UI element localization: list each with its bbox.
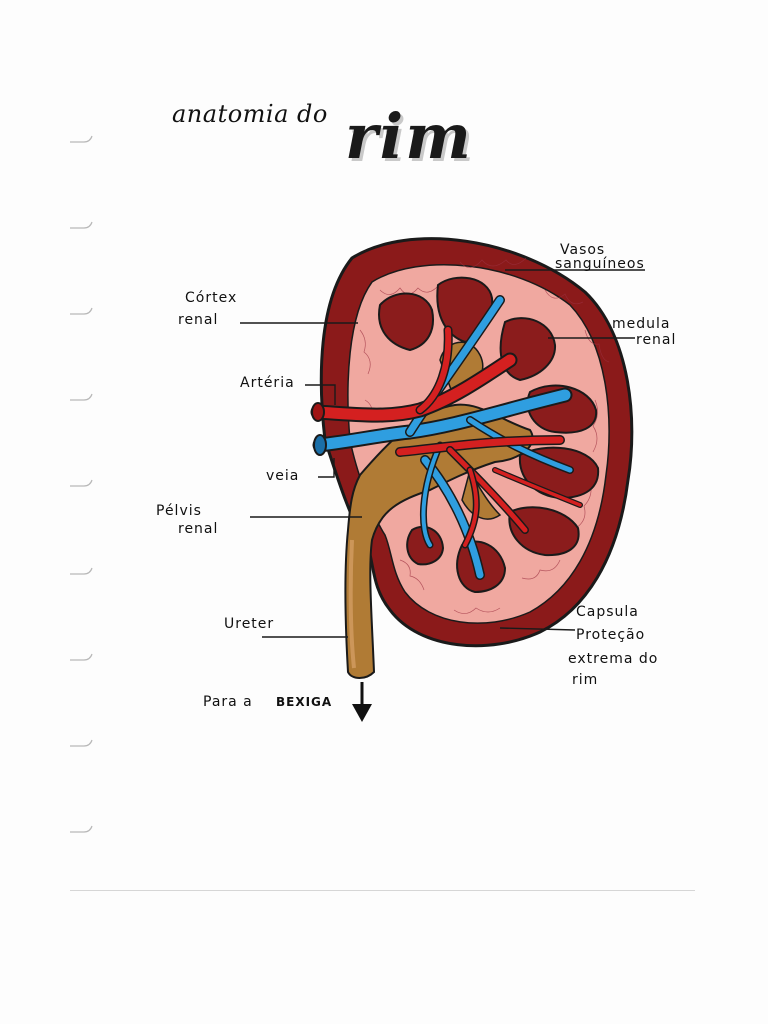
binder-hole: [68, 478, 98, 490]
binder-hole: [68, 738, 98, 750]
page-bottom-rule: [70, 890, 695, 891]
binder-hole: [68, 566, 98, 578]
binder-hole: [68, 824, 98, 836]
arrow-to-bladder: [352, 682, 372, 722]
label-capsula-line1: Capsula: [576, 604, 639, 620]
binder-hole: [68, 134, 98, 146]
label-bexiga-prefix: Para a: [203, 694, 253, 710]
medulla-pyramid: [378, 292, 434, 352]
renal-artery-opening: [311, 402, 325, 422]
label-pelvis-line2: renal: [178, 521, 219, 537]
label-vasos-line2: sanguíneos: [555, 256, 645, 272]
title-main: rim: [345, 100, 473, 173]
binder-hole: [68, 652, 98, 664]
label-arteria: Artéria: [240, 375, 295, 391]
renal-vein-opening: [313, 434, 327, 456]
label-ureter: Ureter: [224, 616, 275, 632]
label-cortex-line1: Córtex: [185, 290, 238, 306]
label-medula-line2: renal: [636, 332, 677, 348]
label-bexiga-word: BEXIGA: [276, 695, 333, 709]
binder-hole: [68, 306, 98, 318]
renal-medulla: [378, 276, 600, 594]
renal-artery: [310, 325, 583, 549]
label-vasos-line1: Vasos: [560, 242, 606, 258]
label-leader-lines: [240, 269, 645, 638]
binder-hole: [68, 392, 98, 404]
renal-vein: [312, 295, 574, 580]
label-capsula-line4: rim: [572, 672, 599, 688]
binder-hole: [68, 220, 98, 232]
label-capsula-line2: Proteção: [576, 627, 646, 643]
label-capsula-line3: extrema do: [568, 651, 659, 667]
title-prefix: anatomia do: [172, 100, 328, 128]
label-cortex-line2: renal: [178, 312, 219, 328]
renal-pelvis: [344, 403, 534, 679]
medulla-pyramid: [508, 506, 580, 557]
label-veia: veia: [266, 468, 300, 484]
label-pelvis-line1: Pélvis: [156, 503, 202, 519]
label-medula-line1: medula: [612, 316, 671, 332]
medulla-pyramid: [406, 525, 445, 566]
